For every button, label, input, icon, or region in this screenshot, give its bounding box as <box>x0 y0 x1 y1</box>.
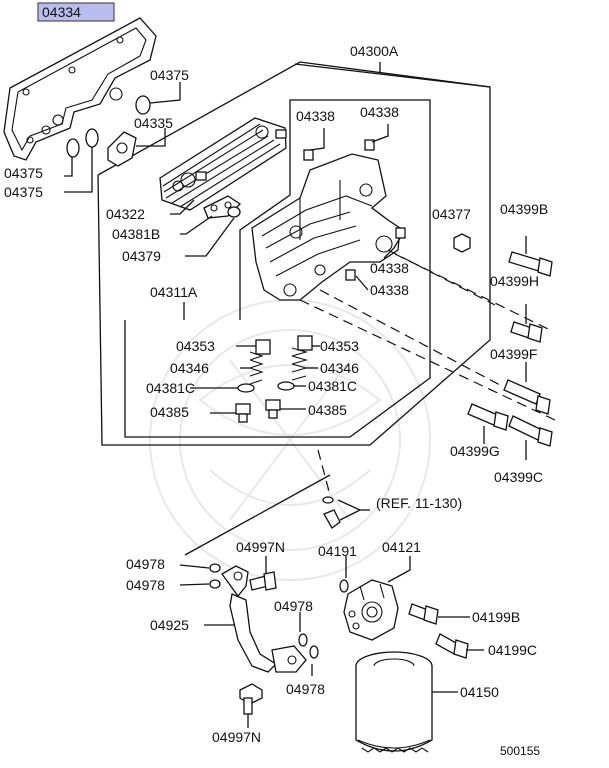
label-04925[interactable]: 04925 <box>150 617 189 633</box>
o-ring-04375 <box>135 95 151 115</box>
bolt-04399b <box>508 251 553 277</box>
label-ref-11-130[interactable]: (REF. 11-130) <box>376 495 462 511</box>
o-ring-04978-c <box>298 633 308 647</box>
label-04121[interactable]: 04121 <box>382 539 421 555</box>
filter-bracket-04121 <box>343 579 399 641</box>
oil-cooler-gasket <box>3 17 157 161</box>
spring-04346-right <box>291 347 309 381</box>
label-04335[interactable]: 04335 <box>134 115 173 131</box>
label-04399c[interactable]: 04399C <box>494 469 543 485</box>
bolt-04997n-bottom <box>239 683 263 715</box>
label-04399h[interactable]: 04399H <box>490 273 539 289</box>
oil-filter-04150 <box>355 651 433 753</box>
label-04377[interactable]: 04377 <box>432 206 471 222</box>
label-04199b[interactable]: 04199B <box>472 609 520 625</box>
bolt-04997n-top <box>249 571 277 591</box>
label-04978-c[interactable]: 04978 <box>274 598 313 614</box>
highlight-04334 <box>37 2 115 22</box>
lower-outline <box>184 474 331 556</box>
plug-04338-b <box>364 139 375 151</box>
bolt-04199c <box>435 633 469 659</box>
o-ring-04375-c <box>85 128 99 148</box>
label-04191[interactable]: 04191 <box>318 543 357 559</box>
plug-04338-d <box>345 269 356 281</box>
valve-04353-left <box>255 339 271 355</box>
o-ring-04978-a <box>209 563 221 573</box>
o-ring-04191 <box>339 579 349 593</box>
label-04385-a[interactable]: 04385 <box>150 404 189 420</box>
label-04375-c[interactable]: 04375 <box>4 184 43 200</box>
label-04300a[interactable]: 04300A <box>350 43 399 59</box>
cover-plate-04335 <box>107 131 137 167</box>
label-04375-a[interactable]: 04375 <box>150 67 189 83</box>
label-04381c-b[interactable]: 04381C <box>308 378 357 394</box>
label-04338-d[interactable]: 04338 <box>370 282 409 298</box>
label-04399b[interactable]: 04399B <box>500 201 548 217</box>
label-04353-a[interactable]: 04353 <box>176 338 215 354</box>
bolt-04399f <box>503 379 551 415</box>
oil-cooler-core <box>159 117 287 211</box>
assembly-outline-04311a <box>124 99 431 438</box>
label-04338-b[interactable]: 04338 <box>360 104 399 120</box>
fitting-ref <box>323 509 341 529</box>
plug-04385-left <box>235 403 251 423</box>
label-04353-b[interactable]: 04353 <box>320 338 359 354</box>
label-04997n-a[interactable]: 04997N <box>236 539 285 555</box>
plug-04385-right <box>265 399 281 419</box>
label-04997n-b[interactable]: 04997N <box>212 729 261 745</box>
oil-pipe-04925 <box>221 565 307 673</box>
bolt-04199b <box>408 603 439 625</box>
o-ring-04978-d <box>309 645 319 659</box>
label-04150[interactable]: 04150 <box>460 684 499 700</box>
figure-number: 500155 <box>500 744 540 758</box>
label-04978-d[interactable]: 04978 <box>286 681 325 697</box>
label-04379[interactable]: 04379 <box>122 248 161 264</box>
label-04375-b[interactable]: 04375 <box>4 165 43 181</box>
bolt-04399c <box>508 415 553 447</box>
label-04399f[interactable]: 04399F <box>490 346 537 362</box>
label-04346-b[interactable]: 04346 <box>320 360 359 376</box>
plug-04338-c <box>395 227 406 239</box>
washer-04381c-right <box>277 381 295 391</box>
label-04381b[interactable]: 04381B <box>112 226 160 242</box>
o-ring-04978-b <box>209 579 221 589</box>
label-04338-a[interactable]: 04338 <box>296 108 335 124</box>
washer-04381c-left <box>237 383 255 393</box>
spring-04346-left <box>249 351 264 385</box>
bolt-04399g <box>467 403 509 431</box>
valve-04353-right <box>297 335 313 351</box>
o-ring-04379 <box>227 206 241 218</box>
bolt-04399h <box>510 321 543 343</box>
label-04322[interactable]: 04322 <box>106 206 145 222</box>
washer-ref <box>322 496 334 504</box>
label-04311a[interactable]: 04311A <box>150 284 198 300</box>
oil-cooler-housing <box>251 153 401 301</box>
label-04978-a[interactable]: 04978 <box>126 556 165 572</box>
nut-04377 <box>453 233 471 253</box>
label-04334[interactable]: 04334 <box>42 4 81 20</box>
label-04346-a[interactable]: 04346 <box>170 360 209 376</box>
label-04338-c[interactable]: 04338 <box>370 260 409 276</box>
label-04978-b[interactable]: 04978 <box>126 577 165 593</box>
label-04385-b[interactable]: 04385 <box>308 402 347 418</box>
o-ring-04375-b <box>66 138 80 158</box>
label-04399g[interactable]: 04399G <box>450 443 500 459</box>
assembly-outline-04300a <box>97 61 491 446</box>
label-04199c[interactable]: 04199C <box>488 642 537 658</box>
label-04381c-a[interactable]: 04381C <box>146 380 195 396</box>
plug-04338-a <box>303 149 314 161</box>
